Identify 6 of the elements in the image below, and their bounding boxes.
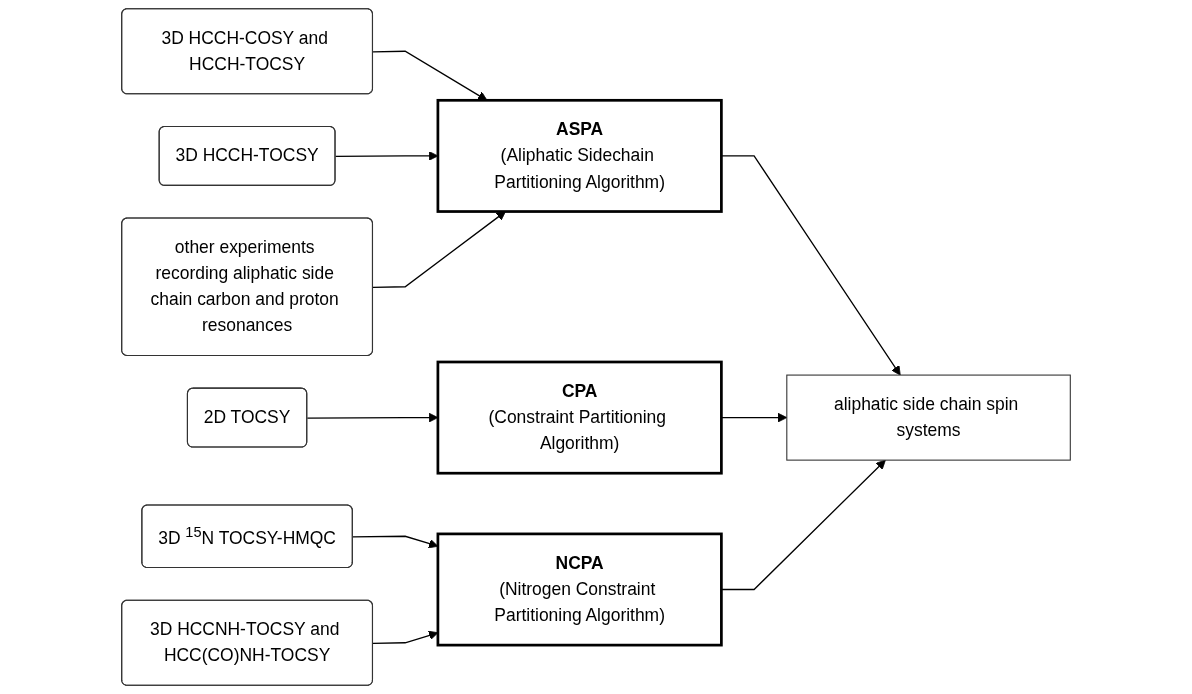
node-box: ASPA (Aliphatic Sidechain Partitioning Algorithm) bbox=[436, 98, 723, 213]
arrow bbox=[372, 50, 488, 101]
node-box: NCPA (Nitrogen Constraint Partitioning Algorithm) bbox=[436, 532, 723, 647]
arrow bbox=[372, 211, 506, 288]
node-box: CPA (Constraint Partitioning Algorithm) bbox=[436, 360, 723, 475]
node-box: aliphatic side chain spin systems bbox=[786, 374, 1071, 461]
